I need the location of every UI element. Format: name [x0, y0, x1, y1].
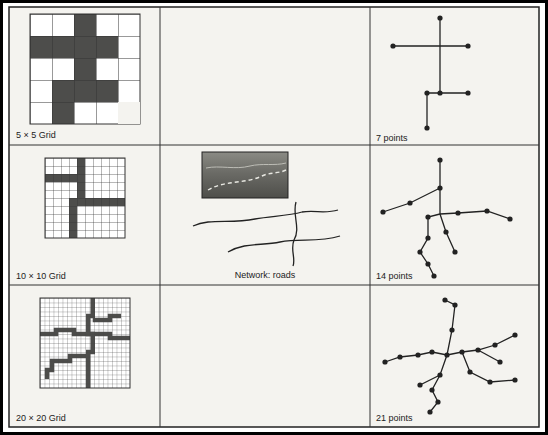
cell-label: 20 × 20 Grid [16, 413, 66, 424]
cell-label: Network: roads [235, 270, 296, 281]
cell-label: 10 × 10 Grid [16, 271, 66, 282]
cell-label: 5 × 5 Grid [16, 130, 56, 141]
cell-label: 7 points [376, 133, 408, 144]
cell-label: 21 points [376, 413, 413, 424]
cell-label: 14 points [376, 271, 413, 282]
